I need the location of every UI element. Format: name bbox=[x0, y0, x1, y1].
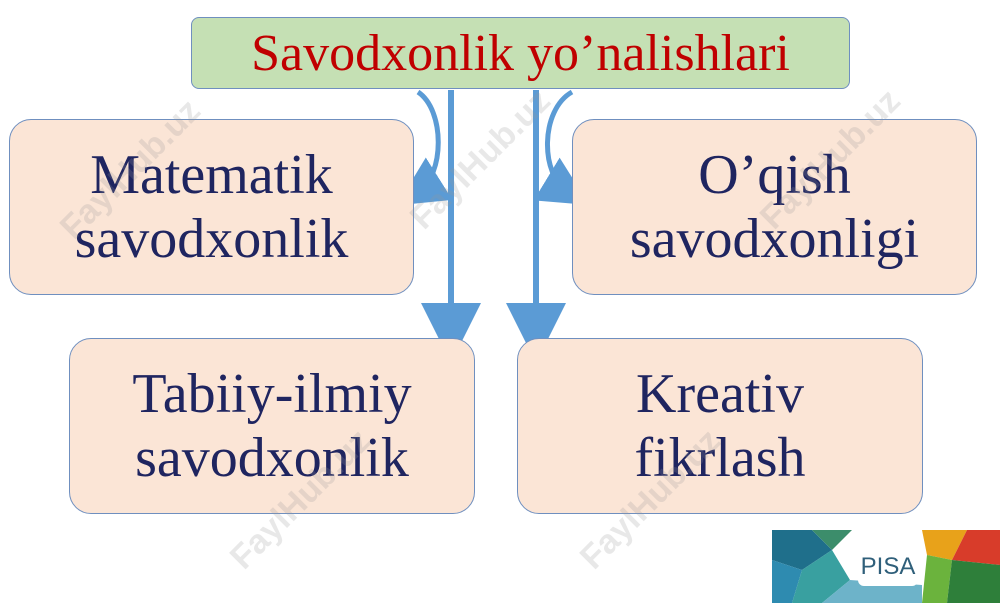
diagram-title: Savodxonlik yo’nalishlari bbox=[251, 24, 790, 82]
box-reading-line1: O’qish bbox=[698, 144, 851, 206]
box-science-line1: Tabiiy-ilmiy bbox=[132, 363, 412, 425]
box-math-line1: Matematik bbox=[90, 144, 333, 206]
pisa-logo-label: PISA bbox=[858, 548, 918, 586]
box-math-line2: savodxonlik bbox=[74, 208, 349, 270]
box-creative-line2: fikrlash bbox=[634, 427, 806, 489]
box-reading-line2: savodxonligi bbox=[629, 208, 920, 270]
diagram-title-box: Savodxonlik yo’nalishlari bbox=[191, 17, 850, 89]
box-science-line2: savodxonlik bbox=[135, 427, 409, 489]
box-math-literacy: Matematik savodxonlik bbox=[9, 119, 414, 295]
box-creative-thinking: Kreativ fikrlash bbox=[517, 338, 923, 514]
box-science-literacy: Tabiiy-ilmiy savodxonlik bbox=[69, 338, 475, 514]
arrow-to-math bbox=[396, 89, 453, 206]
pisa-logo-graphic bbox=[772, 530, 1000, 603]
box-creative-line1: Kreativ bbox=[636, 363, 804, 425]
box-reading-literacy: O’qish savodxonligi bbox=[572, 119, 977, 295]
arrow-to-reading bbox=[533, 89, 590, 206]
pisa-logo: PISA bbox=[772, 530, 1000, 603]
